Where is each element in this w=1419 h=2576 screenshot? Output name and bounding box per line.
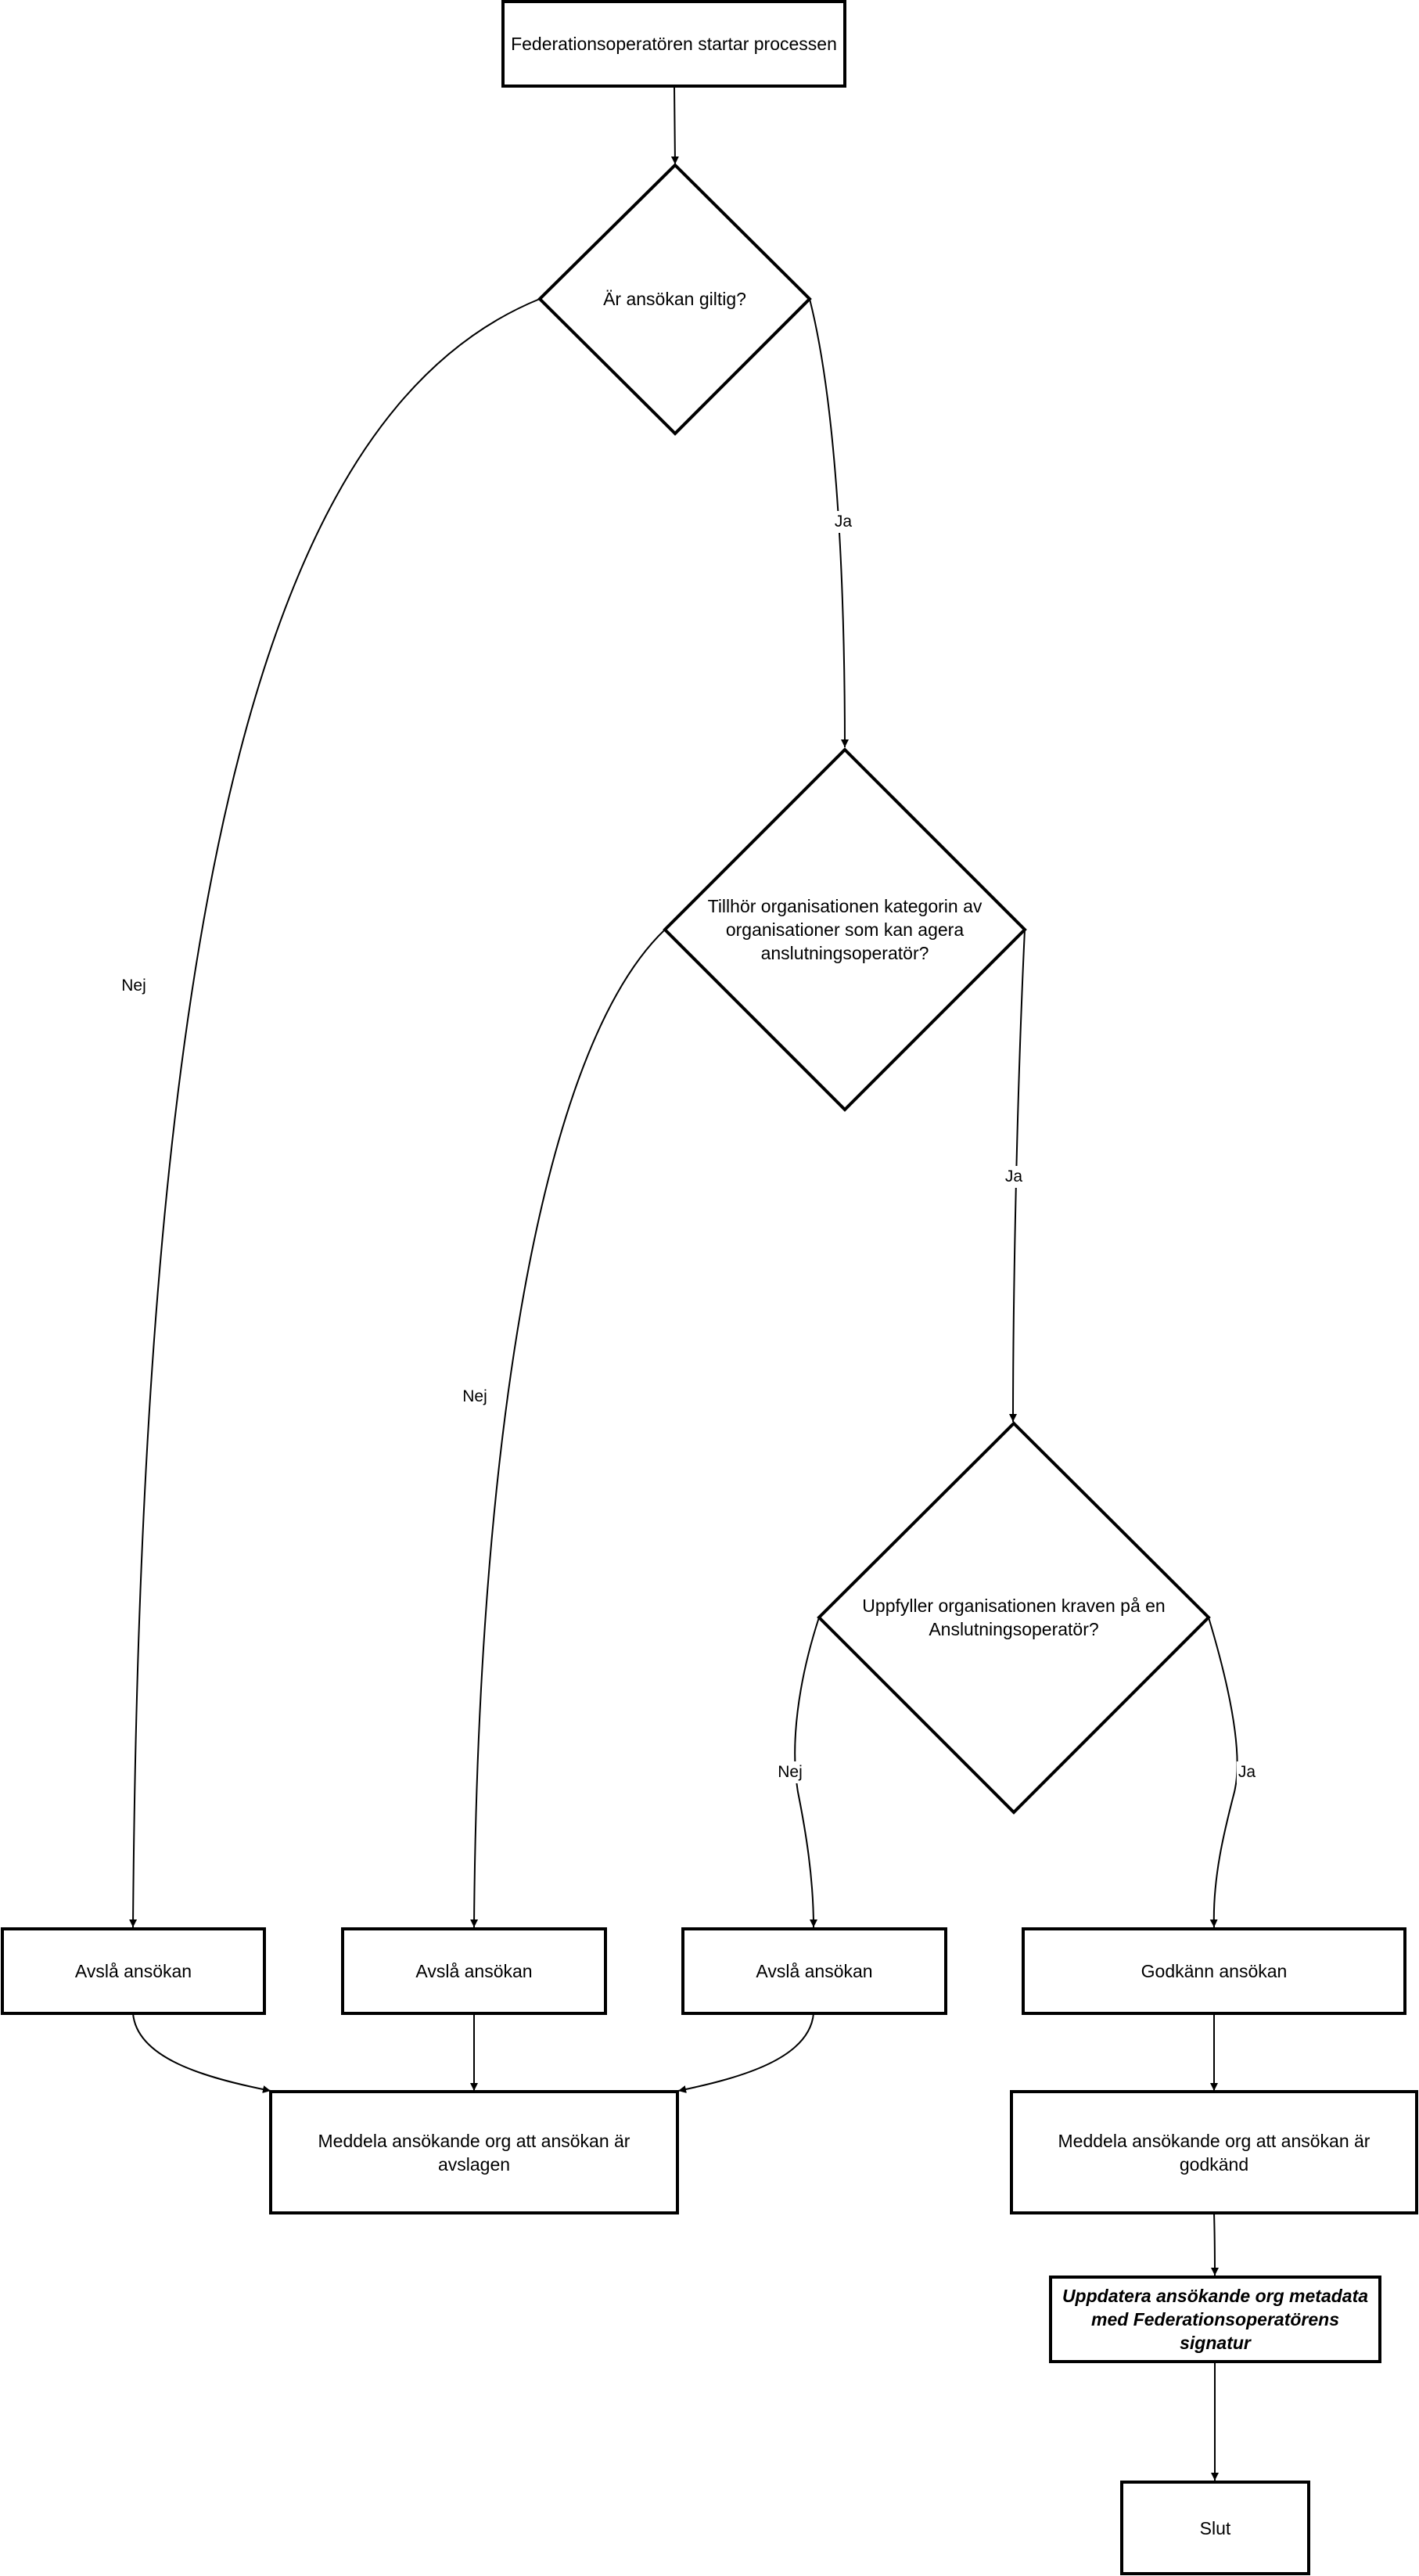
reject-2-box xyxy=(341,1927,607,2015)
notify-approved-box xyxy=(1010,2090,1418,2214)
decision-category-diamond xyxy=(663,747,1027,1112)
decision-requirements-diamond xyxy=(817,1421,1211,1815)
reject-2-label: Avslå ansökan xyxy=(415,1961,533,1981)
edge-label-valid-yes: Ja xyxy=(832,511,854,533)
edge-valid-no xyxy=(129,298,541,1928)
edges xyxy=(129,85,1238,2481)
notify-approved-label: Meddela ansökande org att ansökan är god… xyxy=(1058,2130,1371,2175)
edge-reject3-to-notify xyxy=(677,2013,814,2093)
edge-label-valid-no: Nej xyxy=(120,975,148,997)
update-metadata-box xyxy=(1049,2276,1381,2363)
edge-reject1-to-notify xyxy=(132,2013,271,2093)
approve-box xyxy=(1022,1927,1406,2015)
reject-3-box xyxy=(681,1927,947,2015)
edge-label-requirements-no: Nej xyxy=(776,1761,804,1783)
start-box xyxy=(501,0,846,88)
edge-start-to-valid xyxy=(670,85,679,165)
edge-label-category-no: Nej xyxy=(461,1386,489,1408)
edge-valid-yes xyxy=(809,298,849,748)
edge-requirements-no xyxy=(794,1617,820,1928)
edge-label-category-yes: Ja xyxy=(1003,1166,1025,1188)
decision-valid-label: Är ansökan giltig? xyxy=(603,289,746,309)
decision-valid-diamond xyxy=(537,163,812,436)
reject-1-box xyxy=(1,1927,266,2015)
start-label: Federationsoperatören startar processen xyxy=(511,34,837,54)
notify-rejected-box xyxy=(269,2090,679,2214)
notify-rejected-label: Meddela ansökande org att ansökan är avs… xyxy=(318,2130,630,2175)
approve-label: Godkänn ansökan xyxy=(1141,1961,1288,1981)
end-box xyxy=(1120,2481,1310,2575)
edge-category-yes xyxy=(1009,929,1026,1423)
update-metadata-label: Uppdatera ansökande org metadata med Fed… xyxy=(1062,2286,1369,2353)
decision-category-label: Tillhör organisationen kategorin av orga… xyxy=(707,896,983,963)
decision-requirements-label: Uppfyller organisationen kraven på en An… xyxy=(862,1596,1166,1639)
edge-label-requirements-yes: Ja xyxy=(1236,1761,1258,1783)
edge-category-no xyxy=(470,929,666,1928)
reject-3-label: Avslå ansökan xyxy=(756,1961,873,1981)
reject-1-label: Avslå ansökan xyxy=(74,1961,192,1981)
edge-requirements-yes xyxy=(1208,1617,1238,1928)
edge-notify-to-update xyxy=(1210,2212,1219,2276)
end-label: Slut xyxy=(1199,2517,1231,2538)
